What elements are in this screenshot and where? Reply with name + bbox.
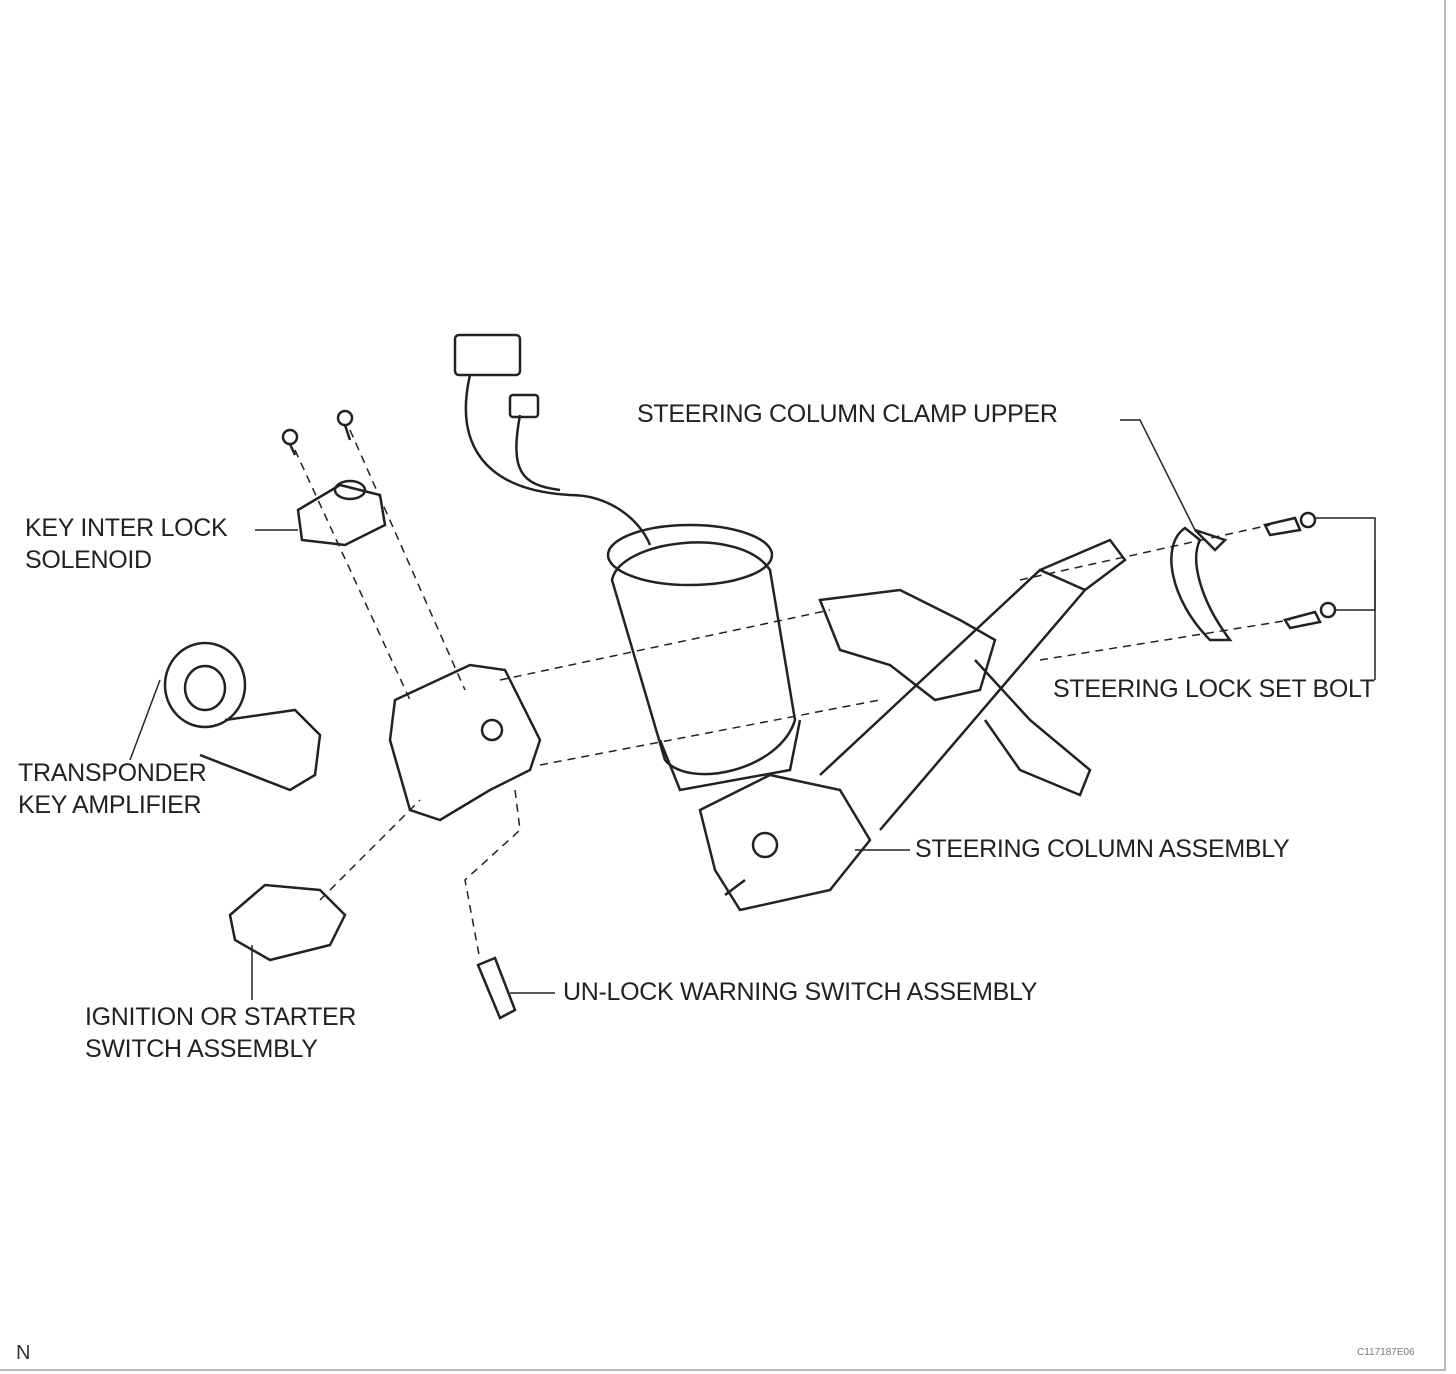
transponder-drawing bbox=[163, 641, 322, 792]
label-ignition-line1: IGNITION OR STARTER bbox=[85, 1003, 357, 1031]
label-ignition-line2: SWITCH ASSEMBLY bbox=[85, 1035, 318, 1063]
motor-harness-drawing bbox=[453, 333, 802, 792]
key-inter-lock-solenoid-drawing bbox=[281, 409, 387, 547]
label-transponder-line2: KEY AMPLIFIER bbox=[18, 791, 202, 819]
label-unlock-switch: UN-LOCK WARNING SWITCH ASSEMBLY bbox=[563, 978, 1038, 1006]
label-transponder-line1: TRANSPONDER bbox=[18, 759, 207, 787]
label-clamp-upper: STEERING COLUMN CLAMP UPPER bbox=[637, 400, 1058, 428]
label-key-inter-lock-line2: SOLENOID bbox=[25, 546, 152, 574]
ignition-switch-drawing bbox=[228, 883, 347, 962]
orientation-marker: N bbox=[16, 1342, 31, 1364]
lock-housing-drawing bbox=[388, 663, 542, 822]
label-column-assembly: STEERING COLUMN ASSEMBLY bbox=[915, 835, 1290, 863]
figure-code: C117187E06 bbox=[1357, 1347, 1415, 1358]
steering-column-drawing bbox=[698, 538, 1127, 912]
unlock-switch-drawing bbox=[476, 956, 517, 1020]
clamp-bolts-drawing bbox=[1170, 511, 1337, 642]
label-lock-set-bolt: STEERING LOCK SET BOLT bbox=[1053, 675, 1375, 703]
label-key-inter-lock-line1: KEY INTER LOCK bbox=[25, 514, 228, 542]
assembly-lines bbox=[294, 429, 1291, 961]
leader-lines bbox=[129, 419, 1376, 1000]
